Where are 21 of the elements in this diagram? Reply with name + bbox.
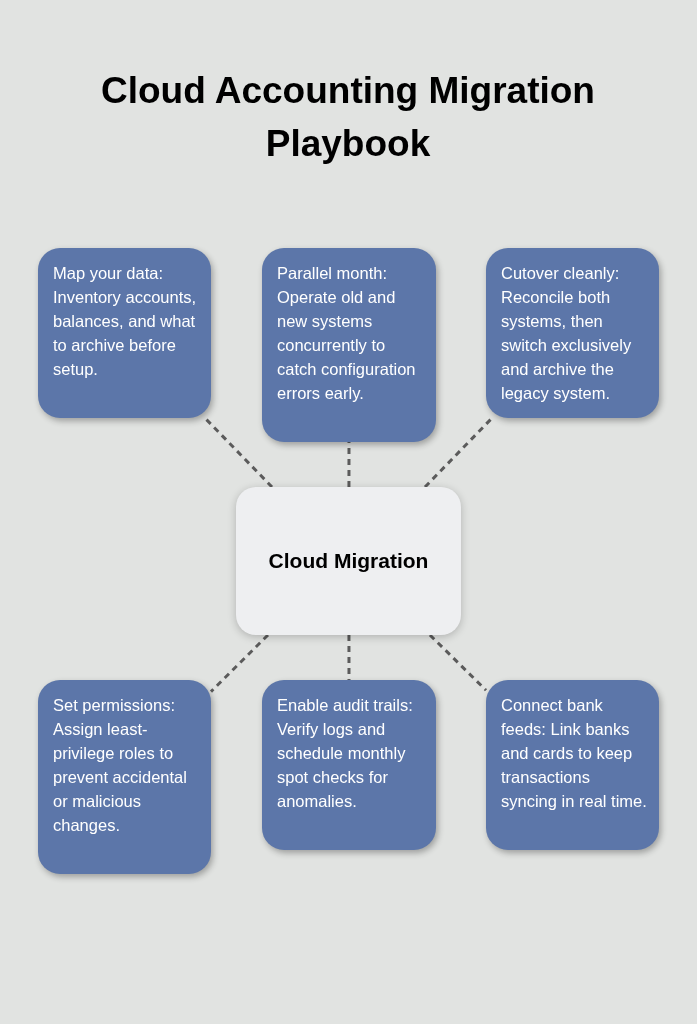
step-card	[262, 680, 436, 850]
title: Cloud Accounting Migration Playbook	[100, 69, 596, 166]
dashed-connector	[347, 442, 351, 487]
step-text: Map your data: Inventory accounts, balances, and what to archive before setup.	[53, 263, 198, 380]
step-card	[262, 248, 436, 442]
step-card	[486, 680, 659, 850]
step-text: Cutover cleanly: Reconcile both systems, then switch exclusively and archive the legacy system.	[501, 263, 633, 404]
step-card	[38, 248, 211, 418]
step-text: Set permissions: Assign least-privilege roles to prevent accidental or malicious changes.	[53, 695, 188, 836]
dashed-connector	[428, 633, 488, 692]
central-topic-card	[236, 487, 461, 635]
topic-title: Cloud Migration	[268, 548, 429, 574]
dashed-connector	[423, 416, 494, 489]
step-card	[38, 680, 211, 874]
dashed-connector	[209, 633, 269, 693]
step-text: Connect bank feeds: Link banks and cards to keep transactions syncing in real time.	[501, 695, 648, 812]
step-text: Parallel month: Operate old and new systems concurrently to catch configuration errors early.	[277, 263, 417, 404]
dashed-connector	[347, 635, 351, 680]
step-card	[486, 248, 659, 418]
dashed-connector	[203, 416, 274, 489]
step-text: Enable audit trails: Verify logs and schedule monthly spot checks for anomalies.	[277, 695, 414, 812]
